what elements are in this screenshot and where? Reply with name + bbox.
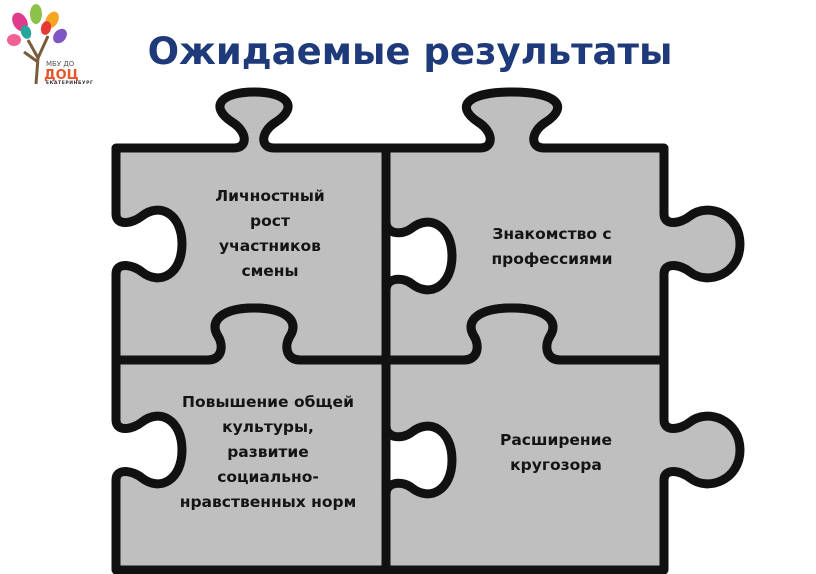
piece-3-label: Повышение общей культуры, развитие социа…: [179, 393, 357, 511]
piece-4-label: Расширение кругозора: [499, 431, 613, 474]
puzzle-piece-2: [381, 87, 745, 365]
logo-sub-text: ЕКАТЕРИНБУРГ: [46, 81, 94, 86]
logo-top-text: МБУ ДО: [46, 60, 75, 68]
page-title: Ожидаемые результаты: [147, 30, 673, 73]
piece-1-label: Личностный рост участников смены: [215, 187, 325, 280]
tree-logo-icon: [7, 4, 67, 85]
puzzle-piece-4: [381, 303, 745, 574]
piece-2-label: Знакомство с профессиями: [491, 225, 613, 268]
logo: МБУ ДО ДОЦ: [7, 4, 79, 85]
logo-brand-text: ДОЦ: [44, 68, 79, 83]
